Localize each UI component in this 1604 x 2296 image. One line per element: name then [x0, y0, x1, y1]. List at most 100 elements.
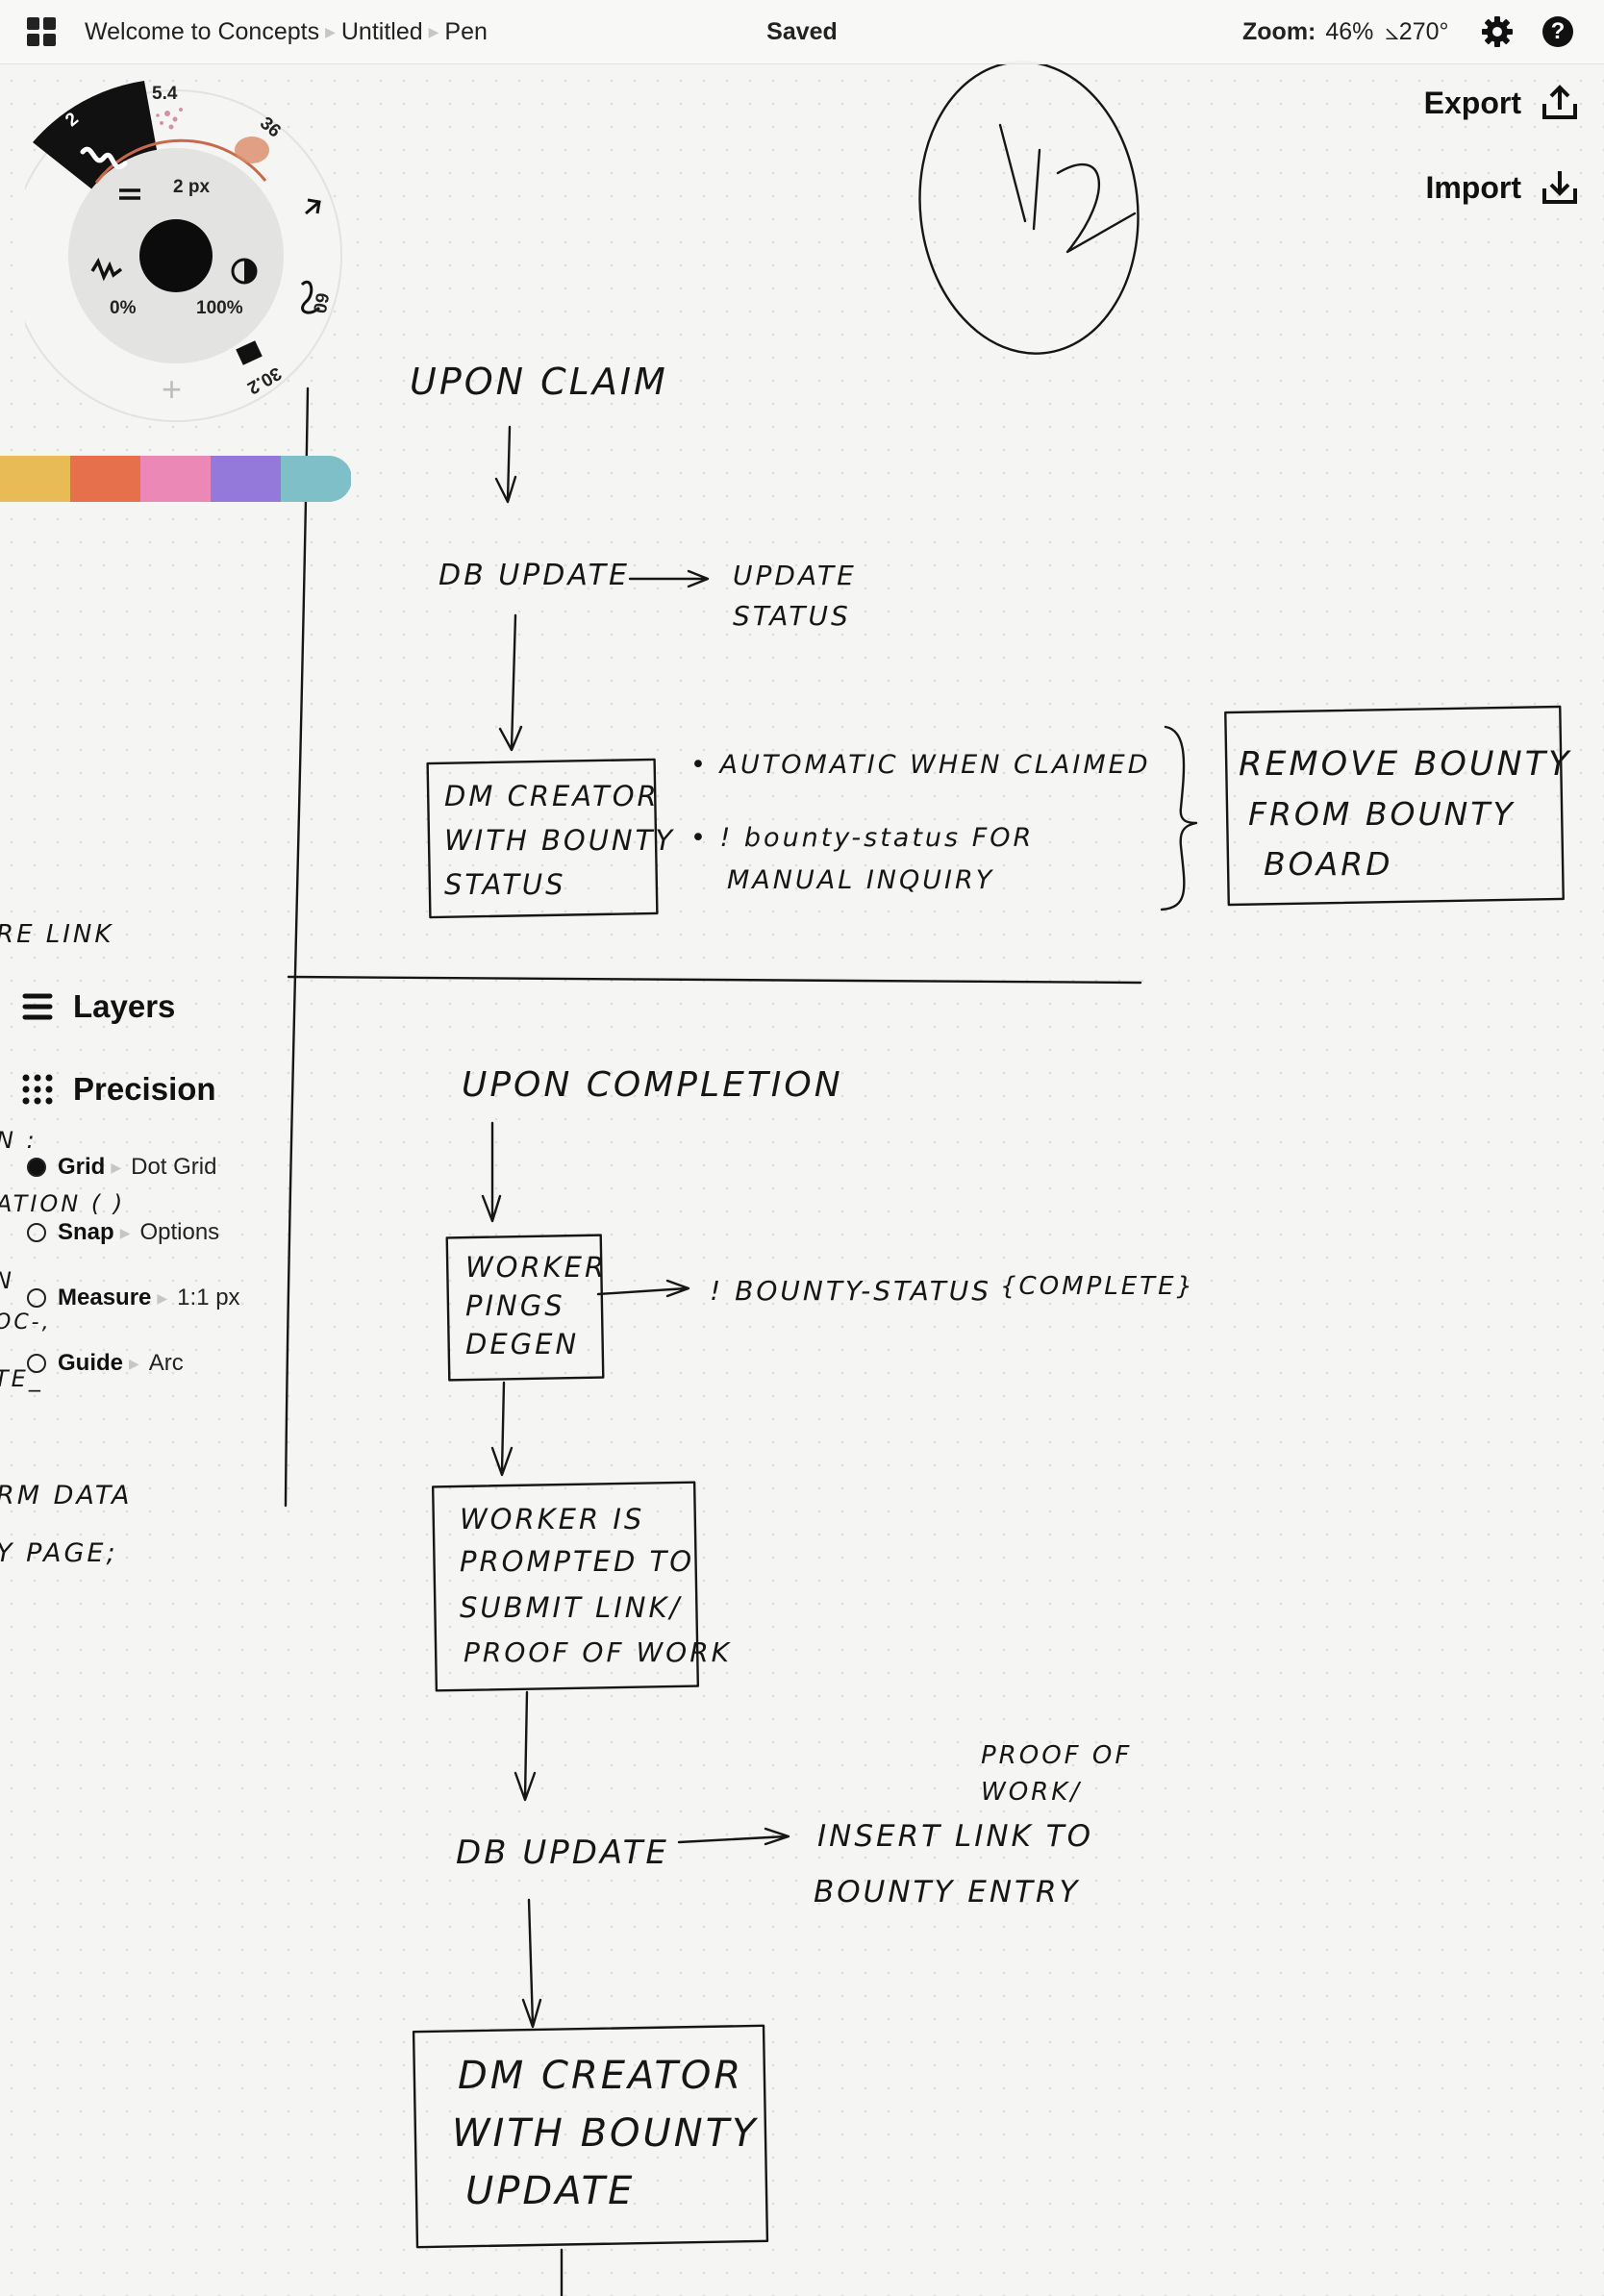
- precision-guide-row[interactable]: Guide ▶ Arc: [27, 1350, 184, 1377]
- bullet-bounty-status: • ! bounty-status FOR: [690, 823, 1034, 853]
- claim-db-update: DB UPDATE: [439, 559, 630, 592]
- smoothing-value[interactable]: 0%: [110, 298, 137, 318]
- snap-options-value[interactable]: Options: [139, 1219, 220, 1245]
- arrow-down: [521, 1898, 542, 2029]
- airbrush-size-label[interactable]: 60: [308, 290, 333, 315]
- dot-grid-icon: [22, 1074, 53, 1105]
- fragment: RM DATA: [0, 1481, 132, 1510]
- measure-scale-value[interactable]: 1:1 px: [177, 1285, 240, 1310]
- rotation-value: ⦣270°: [1385, 17, 1449, 45]
- arrow-right: [677, 1827, 790, 1846]
- remove-bounty-box: [1224, 705, 1565, 907]
- guide-type-value[interactable]: Arc: [148, 1350, 184, 1376]
- bullet-automatic: • AUTOMATIC WHEN CLAIMED: [690, 750, 1151, 780]
- chevron-right-icon: ▶: [119, 1224, 131, 1240]
- export-label: Export: [1423, 85, 1521, 120]
- dm-update-box: [412, 2024, 769, 2249]
- dm-creator-box: [426, 758, 659, 919]
- add-tool-button[interactable]: +: [162, 369, 183, 409]
- tool-wheel[interactable]: 5.4 36 2 60 30.2 2 px 0% 100% +: [25, 81, 352, 427]
- chevron-right-icon: ▶: [157, 1289, 168, 1306]
- arrow-down: [490, 1381, 514, 1477]
- snap-toggle[interactable]: [27, 1223, 46, 1242]
- measure-toggle[interactable]: [27, 1288, 46, 1308]
- breadcrumb-item-gallery[interactable]: Welcome to Concepts: [85, 17, 320, 45]
- zoom-value: 46%: [1325, 17, 1374, 45]
- precision-snap-row[interactable]: Snap ▶ Options: [27, 1219, 219, 1246]
- arrow-down: [514, 1690, 537, 1802]
- dm-update-line3: UPDATE: [465, 2169, 635, 2213]
- prompt-box-line1: WORKER IS: [460, 1503, 644, 1535]
- guide-toggle[interactable]: [27, 1354, 46, 1373]
- dm-box-line1: DM CREATOR: [444, 780, 660, 812]
- dm-box-line2: WITH BOUNTY: [444, 824, 675, 857]
- proof-of-work-line2: WORK/: [981, 1778, 1082, 1807]
- worker-prompt-box: [431, 1481, 700, 1692]
- completion-db-update: DB UPDATE: [456, 1834, 669, 1872]
- color-swatch-1[interactable]: [0, 456, 70, 502]
- precision-measure-row[interactable]: Measure ▶ 1:1 px: [27, 1285, 240, 1311]
- dm-box-line3: STATUS: [444, 868, 566, 901]
- brush-preview: [139, 219, 213, 292]
- bullet-manual-inquiry: MANUAL INQUIRY: [727, 865, 994, 895]
- snap-label: Snap: [58, 1219, 114, 1245]
- layers-label: Layers: [73, 988, 176, 1024]
- guide-label: Guide: [58, 1350, 124, 1376]
- chevron-right-icon: ▶: [325, 23, 336, 39]
- import-button[interactable]: Import: [1425, 169, 1579, 206]
- zoom-label: Zoom:: [1242, 17, 1316, 45]
- import-label: Import: [1425, 169, 1521, 205]
- app-menu-icon[interactable]: [27, 0, 56, 63]
- grid-type-value[interactable]: Dot Grid: [131, 1154, 217, 1180]
- insert-link-line: INSERT LINK TO: [817, 1819, 1093, 1854]
- arrow-down: [494, 425, 517, 504]
- worker-box-line1: WORKER: [465, 1251, 607, 1284]
- section-divider-vertical: [284, 387, 310, 1508]
- arrow-down: [481, 1121, 502, 1223]
- color-swatch-2[interactable]: [70, 456, 140, 502]
- claim-title: UPON CLAIM: [410, 361, 668, 403]
- complete-tag: {COMPLETE}: [1000, 1272, 1195, 1301]
- arrow-right: [596, 1279, 690, 1298]
- prompt-box-line4: PROOF OF WORK: [464, 1636, 732, 1668]
- color-swatch-5[interactable]: [281, 456, 351, 502]
- update-status-line1: UPDATE: [733, 560, 857, 591]
- remove-box-line1: REMOVE BOUNTY: [1239, 745, 1571, 784]
- status-command: ! BOUNTY-STATUS: [710, 1275, 991, 1307]
- fragment: OC-,: [0, 1310, 52, 1335]
- breadcrumb-item-tool[interactable]: Pen: [444, 17, 488, 45]
- grid-label: Grid: [58, 1154, 106, 1180]
- breadcrumb-item-drawing[interactable]: Untitled: [340, 17, 423, 45]
- color-palette: [0, 456, 352, 502]
- page-marker-text: [998, 123, 1137, 254]
- grid-toggle[interactable]: [27, 1158, 46, 1177]
- worker-box-line2: PINGS: [465, 1289, 565, 1322]
- layers-button[interactable]: Layers: [21, 988, 175, 1025]
- remove-box-line3: BOARD: [1264, 845, 1393, 883]
- worker-box-line3: DEGEN: [465, 1328, 579, 1360]
- measure-label: Measure: [58, 1285, 152, 1310]
- stroke-size-value[interactable]: 2 px: [173, 177, 211, 197]
- completion-title: UPON COMPLETION: [462, 1065, 843, 1105]
- arrow-right: [628, 569, 710, 588]
- pencil-size-label[interactable]: 5.4: [152, 84, 178, 104]
- settings-gear-icon[interactable]: [1481, 0, 1514, 63]
- precision-button[interactable]: Precision: [21, 1071, 216, 1108]
- breadcrumb: Welcome to Concepts ▶ Untitled ▶ Pen: [85, 0, 488, 63]
- section-divider-horizontal: [287, 975, 1142, 985]
- fragment: RE LINK: [0, 920, 113, 949]
- export-button[interactable]: Export: [1424, 85, 1579, 121]
- opacity-value[interactable]: 100%: [196, 298, 243, 318]
- precision-grid-row[interactable]: Grid ▶ Dot Grid: [27, 1154, 216, 1181]
- color-swatch-4[interactable]: [211, 456, 281, 502]
- fragment: N: [0, 1267, 14, 1294]
- help-button[interactable]: ?: [1542, 0, 1573, 63]
- curly-brace: [1160, 725, 1198, 911]
- layers-icon: [22, 993, 53, 1020]
- zoom-indicator[interactable]: Zoom: 46% ⦣270°: [1242, 0, 1449, 63]
- color-swatch-3[interactable]: [140, 456, 211, 502]
- page-marker-circle: [918, 61, 1140, 355]
- proof-of-work-line1: PROOF OF: [981, 1741, 1132, 1770]
- prompt-box-line2: PROMPTED TO: [460, 1545, 694, 1578]
